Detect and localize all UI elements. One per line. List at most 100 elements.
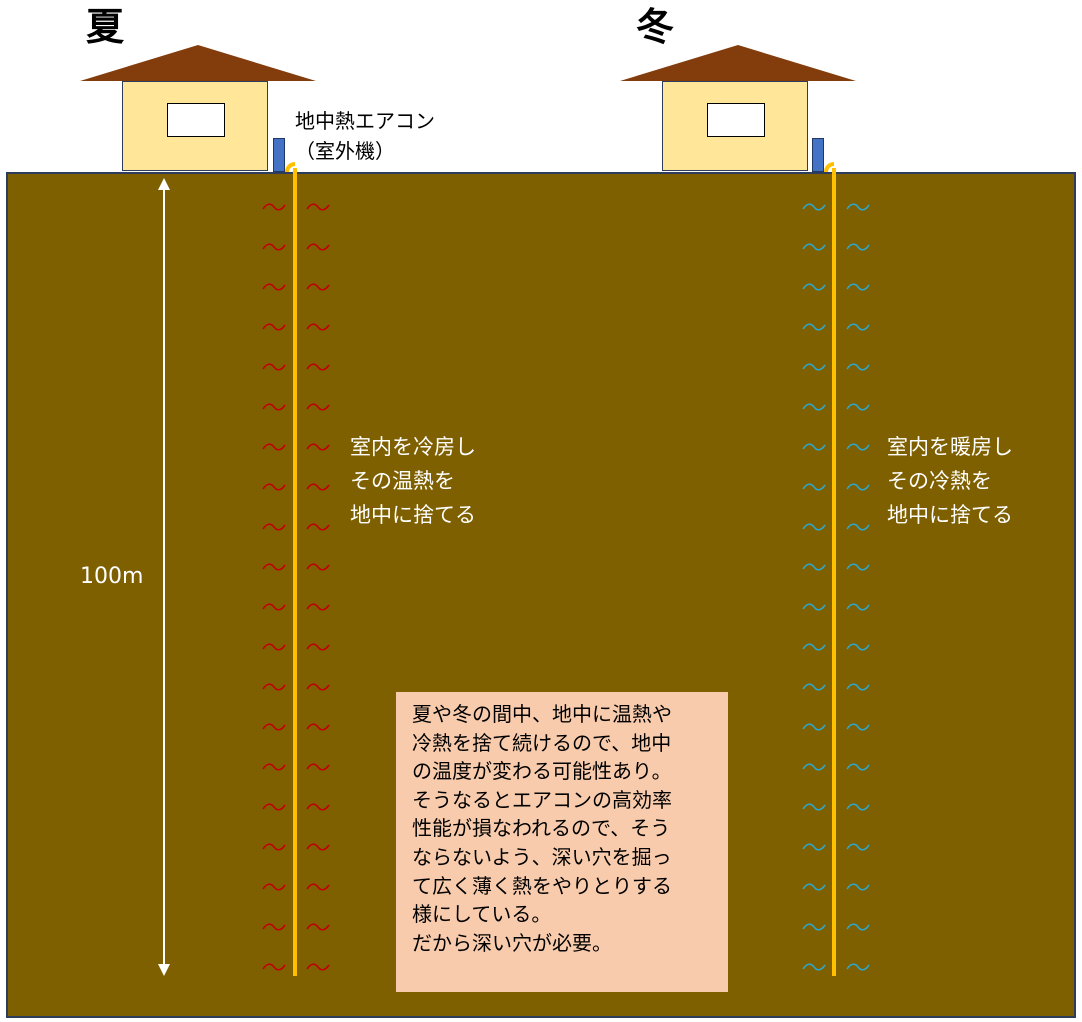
cold-wave-icon [802,683,826,691]
cold-wave-icon [846,243,870,251]
cold-wave-icon [802,643,826,651]
heat-wave-icon [262,683,286,691]
heat-wave-icon [262,763,286,771]
heat-wave-icon [262,283,286,291]
heat-wave-icon [306,923,330,931]
heat-wave-icon [262,883,286,891]
heat-wave-icon [306,323,330,331]
winter-label: 冬 [636,5,675,49]
heat-wave-icon [306,243,330,251]
summer-description: 室内を冷房し その温熱を 地中に捨てる [350,435,476,527]
cold-wave-icon [802,523,826,531]
heat-wave-icon [306,603,330,611]
heat-wave-icon [306,643,330,651]
heat-wave-icon [306,683,330,691]
summer-house [80,45,316,171]
heat-wave-icon [306,843,330,851]
heat-wave-icon [306,483,330,491]
heat-wave-icon [262,203,286,211]
heat-wave-icon [262,803,286,811]
heat-wave-icon [306,403,330,411]
cold-wave-icon [846,283,870,291]
cold-wave-icon [846,963,870,971]
cold-wave-icon [846,523,870,531]
heat-wave-icon [306,763,330,771]
heat-wave-icon [262,443,286,451]
heat-wave-icon [306,723,330,731]
cold-wave-icon [846,603,870,611]
winter-pipe [832,168,836,976]
summer-house-window [167,103,225,137]
heat-wave-icon [262,923,286,931]
cold-wave-icon [846,203,870,211]
summer-unit-label: 地中熱エアコン （室外機） [295,109,435,163]
heat-wave-icon [306,563,330,571]
explanation-note: 夏や冬の間中、地中に温熱や 冷熱を捨て続けるので、地中 の温度が変わる可能性あり… [396,692,728,992]
heat-wave-icon [262,323,286,331]
cold-wave-icon [846,683,870,691]
winter-house-roof [620,45,856,81]
cold-wave-icon [802,243,826,251]
heat-wave-icon [262,843,286,851]
cold-wave-icon [802,923,826,931]
heat-wave-icon [262,643,286,651]
cold-wave-icon [802,883,826,891]
cold-wave-icon [802,763,826,771]
heat-wave-icon [306,883,330,891]
winter-house-body [662,81,808,171]
summer-label: 夏 [86,5,125,49]
cold-wave-icon [846,923,870,931]
summer-pipe-bend [285,162,295,172]
cold-wave-icon [802,843,826,851]
heat-wave-icon [262,483,286,491]
cold-wave-icon [846,403,870,411]
heat-wave-icon [306,523,330,531]
heat-wave-icon [306,283,330,291]
heat-wave-icon [306,443,330,451]
heat-wave-icon [262,523,286,531]
cold-wave-icon [846,763,870,771]
heat-wave-icon [306,963,330,971]
winter-house [620,45,856,171]
heat-wave-icon [262,963,286,971]
cold-wave-icon [802,203,826,211]
cold-wave-icon [846,443,870,451]
winter-house-window [707,103,765,137]
heat-wave-icon [262,403,286,411]
cold-wave-icon [846,563,870,571]
heat-wave-icon [262,603,286,611]
heat-wave-icon [306,803,330,811]
summer-house-roof [80,45,316,81]
heat-wave-icon [262,363,286,371]
cold-wave-icon [846,843,870,851]
cold-wave-icon [802,443,826,451]
cold-wave-icon [802,563,826,571]
heat-wave-icon [262,243,286,251]
winter-pipe-bend [824,162,834,172]
cold-wave-icon [802,323,826,331]
cold-wave-icon [846,883,870,891]
cold-wave-icon [802,363,826,371]
cold-wave-icon [846,363,870,371]
cold-wave-icon [802,603,826,611]
cold-wave-icon [802,403,826,411]
depth-arrow-up-icon [158,178,170,190]
cold-wave-icon [846,643,870,651]
heat-wave-icon [262,563,286,571]
summer-pipe [293,168,297,976]
cold-wave-icon [802,963,826,971]
cold-wave-icon [846,323,870,331]
cold-wave-icon [802,483,826,491]
summer-outdoor-unit [273,138,285,172]
heat-wave-icon [306,363,330,371]
cold-wave-icon [802,803,826,811]
heat-wave-icon [306,203,330,211]
cold-wave-icon [846,483,870,491]
winter-outdoor-unit [812,138,824,172]
cold-wave-icon [802,723,826,731]
depth-arrow-down-icon [158,964,170,976]
summer-house-body [122,81,268,171]
cold-wave-icon [802,283,826,291]
depth-label: 100m [80,564,144,589]
winter-description: 室内を暖房し その冷熱を 地中に捨てる [887,435,1013,527]
